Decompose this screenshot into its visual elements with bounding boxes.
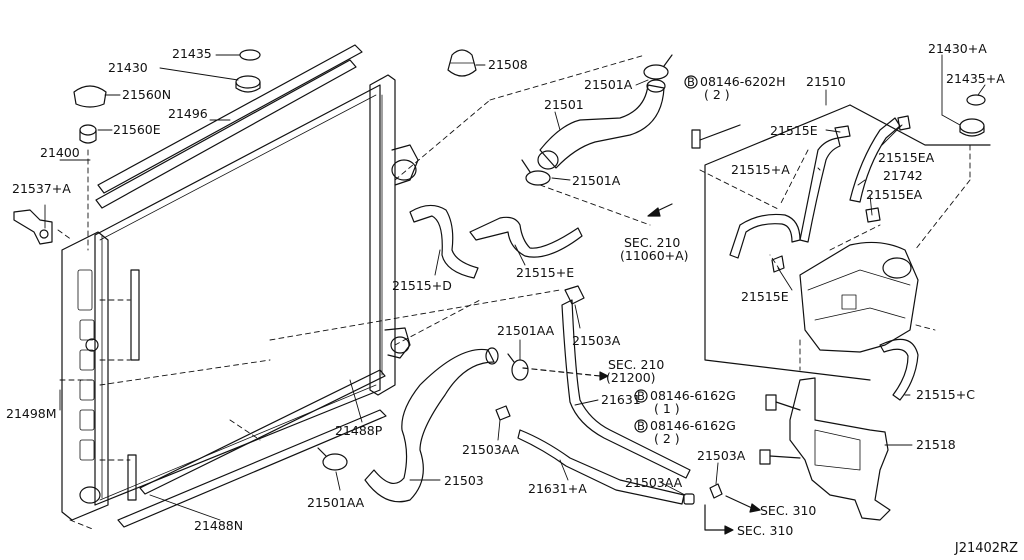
bolt-marker-3: B (637, 419, 645, 433)
label-21503aa-mid: 21503AA (462, 442, 520, 457)
top-seal-strip (95, 44, 363, 209)
diagram-id: J21402RZ (954, 541, 1018, 556)
label-21488p: 21488P (335, 423, 383, 438)
label-sec210-b-ref: (21200) (606, 370, 656, 385)
upper-hose (537, 79, 666, 170)
bolts (691, 124, 801, 465)
reservoir-frame (704, 104, 991, 381)
label-21435: 21435 (172, 46, 212, 61)
label-21518: 21518 (916, 437, 956, 452)
label-21515c: 21515+C (916, 387, 975, 402)
label-21501aa-mid: 21501AA (497, 323, 555, 338)
label-21496: 21496 (168, 106, 208, 121)
label-21560e: 21560E (113, 122, 161, 137)
label-21498m: 21498M (6, 406, 57, 421)
label-21503a-mid: 21503A (572, 333, 621, 348)
hose-21631-a (517, 429, 695, 505)
mount-bushing (79, 124, 97, 144)
hose-clamp-bottom (317, 447, 348, 471)
label-21503a-right: 21503A (697, 448, 746, 463)
guide-lines-top (99, 54, 651, 386)
label-21537a: 21537+A (12, 181, 71, 196)
label-sec210-a: SEC. 210 (624, 235, 681, 250)
reservoir-cap (959, 94, 986, 137)
label-21631a: 21631+A (528, 481, 587, 496)
label-21515a: 21515+A (731, 162, 790, 177)
hose-21515-e (469, 216, 583, 258)
label-21515e: 21515E (770, 123, 818, 138)
label-sec310-a: SEC. 310 (760, 503, 817, 518)
label-21742: 21742 (883, 168, 923, 183)
label-21515ea-2: 21515EA (866, 187, 923, 202)
label-bolt-08146-6162g-a-qty: ( 1 ) (654, 401, 680, 416)
reservoir-tank (799, 241, 919, 353)
label-bolt-08146-6202h-qty: ( 2 ) (704, 87, 730, 102)
radiator-core (94, 84, 381, 506)
bolt-marker-1: B (687, 75, 695, 89)
label-21503aa-right: 21503AA (625, 475, 683, 490)
label-21501a-mid: 21501A (572, 173, 621, 188)
bolt-marker-circles (634, 75, 698, 433)
label-21515e-plus: 21515+E (516, 265, 575, 280)
rubber-boot (447, 49, 477, 77)
label-21508: 21508 (488, 57, 528, 72)
label-21515d: 21515+D (392, 278, 452, 293)
label-21501: 21501 (544, 97, 584, 112)
hose-21515-d (409, 204, 479, 279)
label-21430a: 21430+A (928, 41, 987, 56)
hose-clamp-middle (507, 353, 529, 381)
label-21503: 21503 (444, 473, 484, 488)
side-seal-strips (127, 269, 140, 501)
label-bolt-08146-6202h: 08146-6202H (700, 74, 786, 89)
label-21501aa-bottom: 21501AA (307, 495, 365, 510)
bottom-seal-strips (117, 369, 387, 528)
label-sec310-b: SEC. 310 (737, 523, 794, 538)
label-21435a: 21435+A (946, 71, 1005, 86)
clip-21503a-right (709, 483, 723, 499)
label-21488n: 21488N (194, 518, 244, 533)
guide-lines-left (57, 149, 261, 531)
bolt-marker-2: B (637, 389, 645, 403)
label-21501a-top: 21501A (584, 77, 633, 92)
label-21631: 21631 (601, 392, 641, 407)
reservoir-hoses (729, 117, 919, 401)
hose-21631 (561, 285, 691, 479)
label-sec210-b: SEC. 210 (608, 357, 665, 372)
clip-21503aa (495, 405, 511, 421)
label-21400: 21400 (40, 145, 80, 160)
label-sec210-a-ref: (11060+A) (620, 248, 689, 263)
upper-mount-cap (73, 85, 107, 108)
label-bolt-08146-6162g-a: 08146-6162G (650, 388, 736, 403)
hose-clamp-top (643, 54, 673, 80)
guide-lines-reservoir (699, 144, 971, 371)
left-tank (61, 231, 109, 521)
mount-bracket (13, 209, 53, 245)
right-tank (369, 74, 419, 396)
label-21515ea-1: 21515EA (878, 150, 935, 165)
label-21515e-low: 21515E (741, 289, 789, 304)
reservoir-clips (771, 115, 911, 273)
label-21430: 21430 (108, 60, 148, 75)
label-bolt-08146-6162g-b: 08146-6162G (650, 418, 736, 433)
hose-clamp-mid (521, 159, 551, 186)
radiator-cap (235, 49, 261, 93)
leader-lines (44, 54, 986, 521)
lower-hose (364, 347, 499, 503)
label-21560n: 21560N (122, 87, 172, 102)
reservoir-bracket (789, 377, 891, 521)
label-bolt-08146-6162g-b-qty: ( 2 ) (654, 431, 680, 446)
section-arrows (522, 203, 761, 535)
label-21510: 21510 (806, 74, 846, 89)
